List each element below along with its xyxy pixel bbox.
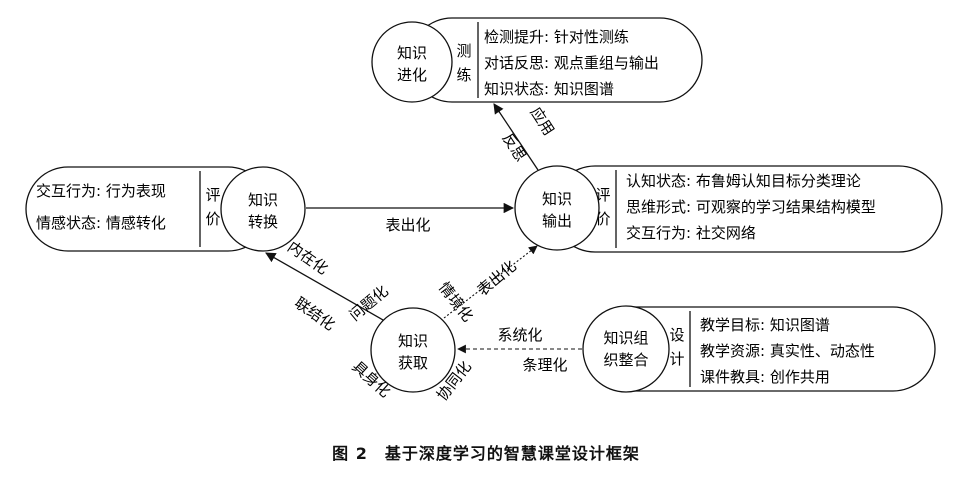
conversion-item: 情感状态: 情感转化: [36, 214, 166, 232]
edge-label-system: 系统化: [497, 326, 542, 344]
edge-label-order: 条理化: [522, 356, 567, 374]
output-item: 交互行为: 社交网络: [626, 224, 756, 242]
organization-item: 教学资源: 真实性、动态性: [700, 342, 875, 360]
conversion-tag-char-2: 价: [205, 210, 220, 228]
node-acquisition-label: 获取: [398, 354, 428, 372]
edge-label-inner: 内在化: [284, 238, 331, 279]
node-knowledge-evolution: [371, 21, 453, 103]
organization-item: 教学目标: 知识图谱: [700, 316, 830, 334]
output-item: 思维形式: 可观察的学习结果结构模型: [626, 198, 876, 216]
node-knowledge-output: [514, 165, 600, 251]
edge-label-reflect: 反思: [498, 130, 529, 165]
output-tag-char-2: 价: [595, 210, 610, 228]
node-output-label: 输出: [542, 212, 572, 230]
node-evolution-label: 进化: [397, 66, 427, 84]
evolution-panel: 测 练 检测提升: 针对性测练 对话反思: 观点重组与输出 知识状态: 知识图谱…: [371, 17, 703, 103]
edge-output-to-evolution: [493, 103, 539, 171]
acquisition-group: 知识 获取: [370, 307, 456, 393]
conversion-item: 交互行为: 行为表现: [36, 182, 166, 200]
organization-tag-char-1: 设: [669, 326, 684, 344]
edge-label-link: 联结化: [291, 294, 338, 335]
node-evolution-label: 知识: [397, 44, 427, 62]
figure-caption: 图 2 基于深度学习的智慧课堂设计框架: [332, 444, 640, 463]
framework-diagram: 测 练 检测提升: 针对性测练 对话反思: 观点重组与输出 知识状态: 知识图谱…: [25, 17, 943, 404]
node-conversion-label: 知识: [248, 191, 278, 209]
evolution-item: 检测提升: 针对性测练: [484, 28, 629, 46]
node-knowledge-organization: [582, 305, 670, 393]
edge-label-acquisition-to-output: 表出化: [474, 257, 520, 300]
conversion-tag-char-1: 评: [205, 186, 220, 204]
node-knowledge-acquisition: [370, 307, 456, 393]
evolution-item: 知识状态: 知识图谱: [484, 80, 614, 98]
edge-acquisition-to-conversion: [265, 252, 384, 321]
node-conversion-label: 转换: [248, 213, 278, 231]
node-organization-label: 知识组: [603, 329, 648, 347]
output-item: 认知状态: 布鲁姆认知目标分类理论: [626, 172, 861, 190]
output-tag-char-1: 评: [595, 186, 610, 204]
organization-item: 课件教具: 创作共用: [700, 368, 830, 386]
output-panel: 评 价 认知状态: 布鲁姆认知目标分类理论 思维形式: 可观察的学习结果结构模型…: [514, 165, 943, 253]
evolution-tag-char-2: 练: [456, 66, 471, 84]
conversion-panel: 交互行为: 行为表现 情感状态: 情感转化 评 价 知识 转换: [25, 166, 306, 252]
organization-panel: 设 计 教学目标: 知识图谱 教学资源: 真实性、动态性 课件教具: 创作共用 …: [582, 305, 936, 393]
node-output-label: 知识: [542, 190, 572, 208]
node-acquisition-label: 知识: [398, 332, 428, 350]
evolution-tag-char-1: 测: [456, 42, 471, 60]
evolution-item: 对话反思: 观点重组与输出: [484, 54, 659, 72]
node-organization-label: 织整合: [603, 351, 648, 369]
organization-tag-char-2: 计: [669, 350, 684, 368]
edge-label-apply: 应用: [526, 104, 557, 139]
node-knowledge-conversion: [220, 166, 306, 252]
edge-label-conversion-to-output: 表出化: [385, 216, 430, 234]
